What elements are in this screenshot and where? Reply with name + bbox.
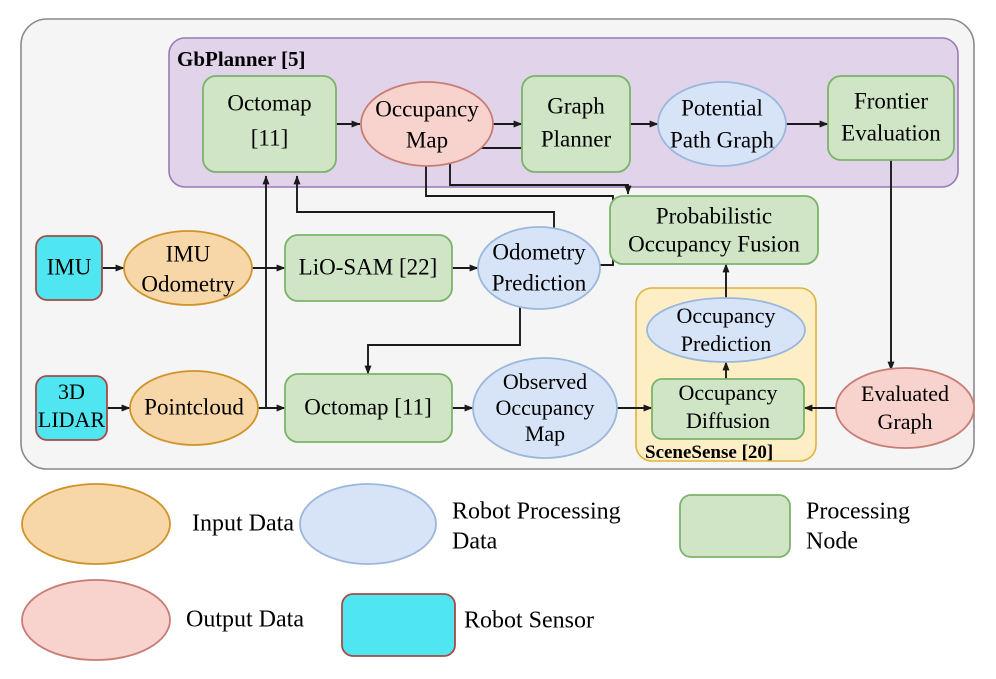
node-odometry-prediction[interactable]: Odometry Prediction (477, 226, 601, 310)
node-graph-planner-label-line-2: Planner (541, 126, 612, 151)
legend-label-input-data: Input Data (192, 511, 294, 537)
node-octomap-top-label-line-2: [11] (251, 125, 288, 150)
node-probabilistic-occupancy-fusion-shape[interactable] (609, 195, 819, 265)
node-octomap-top-shape[interactable] (202, 75, 337, 173)
node-lidar-sensor-label-line-2: LIDAR (38, 407, 106, 432)
node-potential-path-graph[interactable]: Potential Path Graph (657, 81, 787, 167)
node-occupancy-prediction-shape[interactable] (646, 297, 806, 363)
node-potential-path-graph-label-line-2: Path Graph (670, 127, 775, 152)
node-frontier-evaluation-label-line-2: Evaluation (841, 120, 941, 145)
node-probabilistic-occupancy-fusion[interactable]: Probabilistic Occupancy Fusion (609, 195, 819, 265)
node-odometry-prediction-label-line-1: Odometry (492, 239, 586, 264)
legend-item-robot-processing-data: Robot Processing Data (299, 483, 621, 565)
node-imu-sensor[interactable]: IMU (35, 235, 103, 301)
edge-odom-prediction-to-octomap-bottom (364, 300, 521, 375)
node-probabilistic-occupancy-fusion-label-line-1: Probabilistic (656, 203, 772, 228)
node-imu-odometry[interactable]: IMU Odometry (123, 230, 253, 306)
node-observed-occupancy-map-label-line-2: Occupancy (496, 395, 595, 420)
legend-label-processing-node-line-2: Node (806, 529, 858, 555)
legend-label-robot-sensor: Robot Sensor (464, 608, 594, 634)
node-occupancy-prediction-label-line-1: Occupancy (677, 303, 776, 328)
node-odometry-prediction-shape[interactable] (477, 226, 601, 310)
node-octomap-top[interactable]: Octomap [11] (202, 75, 337, 173)
node-pointcloud-label: Pointcloud (144, 394, 244, 419)
node-occupancy-map-shape[interactable] (360, 81, 494, 167)
node-imu-odometry-shape[interactable] (123, 230, 253, 306)
node-pointcloud[interactable]: Pointcloud (129, 370, 259, 446)
legend-item-robot-sensor: Robot Sensor (341, 593, 594, 657)
node-imu-odometry-label-line-2: Odometry (141, 271, 235, 296)
node-octomap-bottom[interactable]: Octomap [11] (284, 373, 453, 443)
legend-item-input-data: Input Data (21, 483, 294, 565)
node-octomap-bottom-shape[interactable] (284, 373, 453, 443)
node-observed-occupancy-map-label-line-3: Map (525, 421, 565, 446)
node-graph-planner-label-line-1: Graph (547, 93, 605, 118)
legend-label-processing-node-line-1: Processing (806, 499, 910, 525)
node-graph-planner-shape[interactable] (521, 75, 631, 173)
node-lidar-sensor-label-line-1: 3D (58, 379, 85, 404)
gbplanner-container-label: GbPlanner [5] (177, 47, 306, 71)
legend-swatch-processing-node (679, 494, 791, 558)
node-occupancy-diffusion-label-line-1: Occupancy (679, 380, 778, 405)
node-observed-occupancy-map[interactable]: Observed Occupancy Map (472, 357, 618, 459)
node-observed-occupancy-map-label-line-1: Observed (503, 369, 587, 394)
node-imu-odometry-label-line-1: IMU (166, 241, 211, 266)
node-occupancy-map-label-line-1: Occupancy (375, 96, 479, 121)
node-lio-sam-label: LiO-SAM [22] (299, 254, 438, 279)
node-frontier-evaluation[interactable]: Frontier Evaluation (827, 75, 955, 161)
node-evaluated-graph-shape[interactable] (835, 367, 975, 449)
node-octomap-bottom-label: Octomap [11] (304, 394, 432, 419)
node-imu-sensor-label: IMU (47, 254, 92, 279)
node-lio-sam[interactable]: LiO-SAM [22] (284, 234, 453, 302)
node-occupancy-diffusion-shape[interactable] (651, 378, 805, 440)
node-observed-occupancy-map-shape[interactable] (472, 357, 618, 459)
legend-label-robot-processing-data-line-1: Robot Processing (452, 499, 621, 525)
node-evaluated-graph[interactable]: Evaluated Graph (835, 367, 975, 449)
node-occupancy-diffusion-label-line-2: Diffusion (686, 408, 770, 433)
node-occupancy-diffusion[interactable]: Occupancy Diffusion (651, 378, 805, 440)
legend-label-robot-processing-data-line-2: Data (452, 529, 498, 555)
edge-odom-prediction-to-octomap-top (293, 175, 555, 237)
node-evaluated-graph-label-line-1: Evaluated (861, 381, 949, 406)
legend-swatch-input-data (21, 483, 171, 565)
node-frontier-evaluation-label-line-1: Frontier (854, 88, 928, 113)
node-occupancy-prediction-label-line-2: Prediction (681, 331, 771, 356)
node-lio-sam-shape[interactable] (284, 234, 453, 302)
node-occupancy-map-label-line-2: Map (406, 127, 448, 152)
legend-swatch-robot-sensor (341, 593, 456, 657)
legend: Input Data Robot Processing Data Process… (21, 483, 910, 661)
node-imu-sensor-shape[interactable] (35, 235, 103, 301)
legend-item-output-data: Output Data (21, 579, 304, 661)
node-lidar-sensor-shape[interactable] (35, 375, 108, 441)
node-evaluated-graph-label-line-2: Graph (878, 409, 933, 434)
legend-label-output-data: Output Data (186, 607, 304, 633)
node-lidar-sensor[interactable]: 3D LIDAR (35, 375, 108, 441)
node-potential-path-graph-label-line-1: Potential (681, 95, 763, 120)
node-potential-path-graph-shape[interactable] (657, 81, 787, 167)
node-odometry-prediction-label-line-2: Prediction (492, 270, 587, 295)
scenesense-container-label: SceneSense [20] (645, 442, 773, 463)
node-occupancy-map[interactable]: Occupancy Map (360, 81, 494, 167)
node-octomap-top-label-line-1: Octomap (227, 90, 311, 115)
legend-swatch-robot-processing-data (299, 483, 437, 565)
node-graph-planner[interactable]: Graph Planner (521, 75, 631, 173)
legend-item-processing-node: Processing Node (679, 494, 910, 558)
legend-swatch-output-data (21, 579, 171, 661)
node-occupancy-prediction[interactable]: Occupancy Prediction (646, 297, 806, 363)
node-frontier-evaluation-shape[interactable] (827, 75, 955, 161)
node-pointcloud-shape[interactable] (129, 370, 259, 446)
node-probabilistic-occupancy-fusion-label-line-2: Occupancy Fusion (628, 231, 800, 256)
edge-odom-prediction-to-occupancy-map (422, 157, 614, 266)
